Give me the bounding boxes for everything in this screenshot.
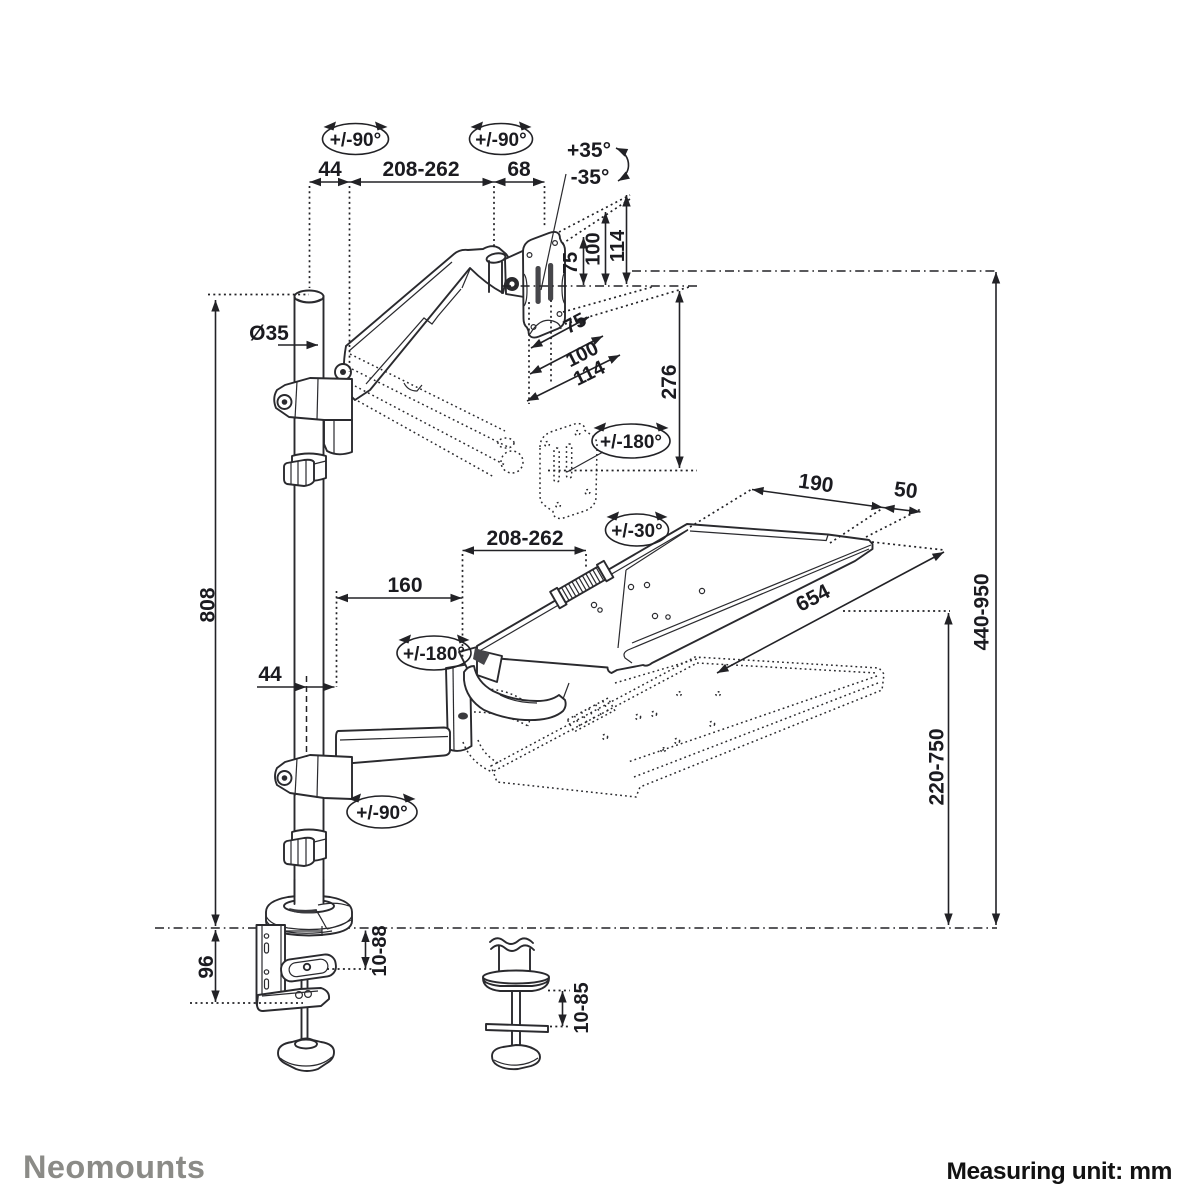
svg-text:190: 190	[797, 470, 835, 498]
svg-text:+/-90°: +/-90°	[356, 803, 407, 824]
svg-text:+/-90°: +/-90°	[475, 130, 526, 151]
svg-text:10-88: 10-88	[369, 925, 391, 976]
svg-text:208-262: 208-262	[382, 158, 459, 181]
svg-text:44: 44	[258, 663, 282, 686]
svg-text:+35°: +35°	[567, 139, 611, 162]
svg-text:Ø35: Ø35	[249, 322, 289, 345]
svg-text:+/-30°: +/-30°	[611, 521, 662, 542]
svg-text:808: 808	[197, 587, 220, 622]
svg-text:10-85: 10-85	[571, 982, 593, 1033]
svg-text:+/-180°: +/-180°	[403, 644, 465, 665]
svg-text:68: 68	[507, 158, 531, 181]
svg-text:44: 44	[318, 158, 342, 181]
svg-text:50: 50	[893, 478, 919, 504]
svg-text:Neomounts: Neomounts	[23, 1149, 205, 1185]
svg-text:114: 114	[607, 229, 629, 262]
svg-text:+/-180°: +/-180°	[600, 432, 662, 453]
svg-text:96: 96	[195, 955, 218, 978]
svg-text:276: 276	[658, 364, 681, 399]
svg-text:Measuring unit: mm: Measuring unit: mm	[946, 1158, 1172, 1185]
svg-text:208-262: 208-262	[486, 527, 563, 550]
svg-text:+/-90°: +/-90°	[330, 130, 381, 151]
svg-text:100: 100	[583, 232, 605, 265]
svg-text:-35°: -35°	[571, 166, 610, 189]
svg-text:220-750: 220-750	[926, 728, 949, 805]
svg-text:440-950: 440-950	[971, 573, 994, 650]
svg-text:160: 160	[387, 574, 422, 597]
svg-text:75: 75	[560, 252, 582, 274]
